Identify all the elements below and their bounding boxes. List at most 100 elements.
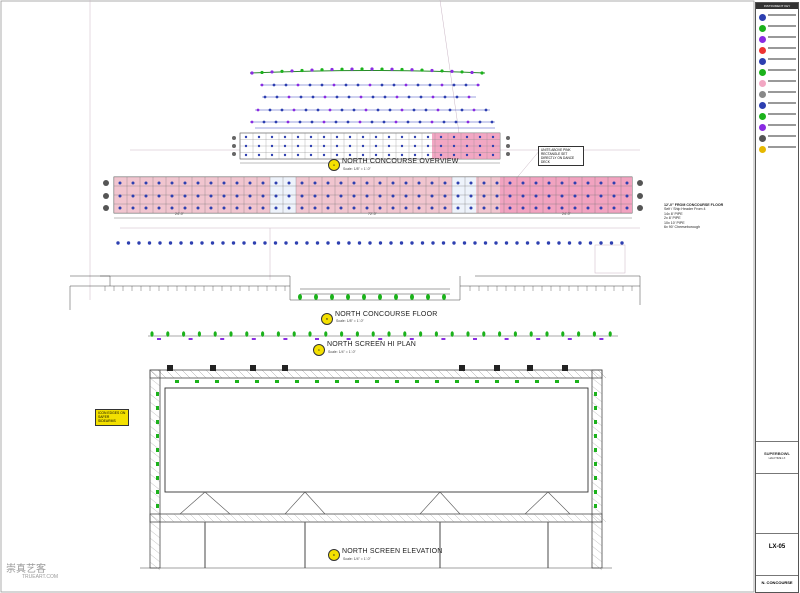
fixture-icon bbox=[406, 120, 410, 124]
legend-row bbox=[759, 57, 796, 67]
fixture-icon bbox=[276, 331, 280, 337]
fixture-icon bbox=[158, 241, 162, 245]
fixture-icon bbox=[472, 108, 476, 112]
fixture-icon bbox=[300, 68, 304, 73]
fixture-icon bbox=[361, 135, 365, 139]
legend-text-line bbox=[768, 146, 796, 148]
dim-left: 24'-0" bbox=[175, 212, 184, 216]
fixture-icon bbox=[261, 194, 265, 198]
sheet-name: N. CONCOURSE bbox=[761, 580, 793, 585]
legend-text-line bbox=[768, 102, 796, 104]
fixture-icon bbox=[270, 153, 274, 157]
fixture-icon bbox=[465, 153, 469, 157]
fixture-icon bbox=[346, 338, 351, 340]
fixture-icon bbox=[467, 95, 471, 99]
fixture-icon bbox=[594, 476, 597, 480]
fixture-icon bbox=[131, 194, 135, 198]
fixture-icon bbox=[506, 144, 510, 148]
fixture-icon bbox=[283, 144, 287, 148]
legend-text-line bbox=[768, 124, 796, 126]
fixture-icon bbox=[599, 206, 603, 210]
fixture-icon bbox=[371, 95, 375, 99]
moving-light-icon bbox=[459, 365, 465, 371]
fixture-icon bbox=[431, 241, 435, 245]
fixture-icon bbox=[535, 380, 539, 383]
fixture-icon bbox=[534, 206, 538, 210]
fixture-icon bbox=[245, 331, 249, 337]
fixture-icon bbox=[248, 194, 252, 198]
fixture-icon bbox=[417, 194, 421, 198]
fixture-icon bbox=[440, 83, 444, 87]
fixture-icon bbox=[409, 338, 414, 340]
fixture-icon bbox=[352, 181, 356, 185]
fixture-icon bbox=[395, 95, 399, 99]
fixture-icon bbox=[131, 206, 135, 210]
fixture-icon bbox=[416, 83, 420, 87]
fixture-icon bbox=[452, 241, 456, 245]
fixture-icon bbox=[157, 206, 161, 210]
fixture-icon bbox=[466, 331, 470, 337]
fixture-icon bbox=[229, 331, 233, 337]
fixture-icon bbox=[378, 241, 383, 245]
fixture-icon bbox=[304, 108, 308, 112]
fixture-icon bbox=[515, 380, 519, 383]
fixture-icon bbox=[450, 331, 454, 337]
hiplan-title: NORTH SCREEN HI PLAN bbox=[327, 341, 417, 348]
height-note: 2x 8' PIPE bbox=[664, 216, 681, 221]
fixture-icon bbox=[387, 153, 391, 157]
fixture-icon bbox=[536, 241, 540, 245]
fixture-icon bbox=[296, 83, 300, 87]
fixture-icon bbox=[521, 194, 525, 198]
fixture-icon bbox=[469, 194, 473, 198]
legend-text-line bbox=[768, 113, 796, 115]
fixture-icon bbox=[491, 135, 495, 139]
fixture-icon bbox=[309, 153, 313, 157]
fixture-icon bbox=[274, 194, 278, 198]
fixture-icon bbox=[430, 120, 434, 124]
fixture-icon bbox=[350, 67, 354, 71]
fixture-icon bbox=[220, 338, 225, 340]
fixture-icon bbox=[404, 181, 408, 185]
fixture-icon bbox=[361, 144, 365, 148]
fixture-icon bbox=[170, 181, 174, 185]
fixture-icon bbox=[295, 380, 299, 383]
fixture-icon bbox=[495, 206, 499, 210]
fixture-icon bbox=[222, 206, 226, 210]
fixture-icon bbox=[594, 392, 597, 396]
fixture-icon bbox=[586, 206, 590, 210]
fixture-icon bbox=[588, 241, 593, 245]
fixture-icon bbox=[441, 241, 446, 245]
fixture-icon bbox=[330, 67, 334, 72]
fixture-icon bbox=[270, 70, 274, 74]
fixture-icon bbox=[235, 380, 239, 383]
fixture-icon bbox=[419, 95, 423, 99]
fixture-symbol-icon bbox=[759, 47, 766, 54]
legend-row bbox=[759, 68, 796, 78]
fixture-icon bbox=[420, 241, 425, 245]
sheet-number-box: LX-05 bbox=[756, 533, 798, 574]
fixture-icon bbox=[296, 135, 300, 139]
legend-row bbox=[759, 134, 796, 144]
fixture-icon bbox=[400, 108, 404, 112]
fixture-icon bbox=[380, 83, 384, 87]
fixture-icon bbox=[557, 241, 561, 245]
fixture-icon bbox=[308, 331, 312, 337]
fixture-icon bbox=[210, 241, 215, 245]
fixture-icon bbox=[251, 338, 256, 340]
fixture-icon bbox=[355, 331, 359, 337]
fixture-icon bbox=[286, 120, 290, 124]
fixture-symbol-icon bbox=[759, 102, 766, 109]
fixture-icon bbox=[375, 380, 379, 383]
legend-row bbox=[759, 145, 796, 155]
fixture-icon bbox=[419, 331, 423, 337]
fixture-icon bbox=[296, 153, 300, 157]
fixture-icon bbox=[215, 380, 219, 383]
fixture-icon bbox=[344, 83, 348, 87]
fixture-icon bbox=[235, 181, 239, 185]
legend-text-line bbox=[768, 91, 796, 93]
fixture-symbol-icon bbox=[759, 36, 766, 43]
height-note: 12'-0" FROM CONCOURSE FLOOR bbox=[664, 203, 724, 207]
fixture-icon bbox=[231, 241, 236, 245]
fixture-icon bbox=[495, 380, 499, 383]
fixture-icon bbox=[439, 153, 443, 157]
